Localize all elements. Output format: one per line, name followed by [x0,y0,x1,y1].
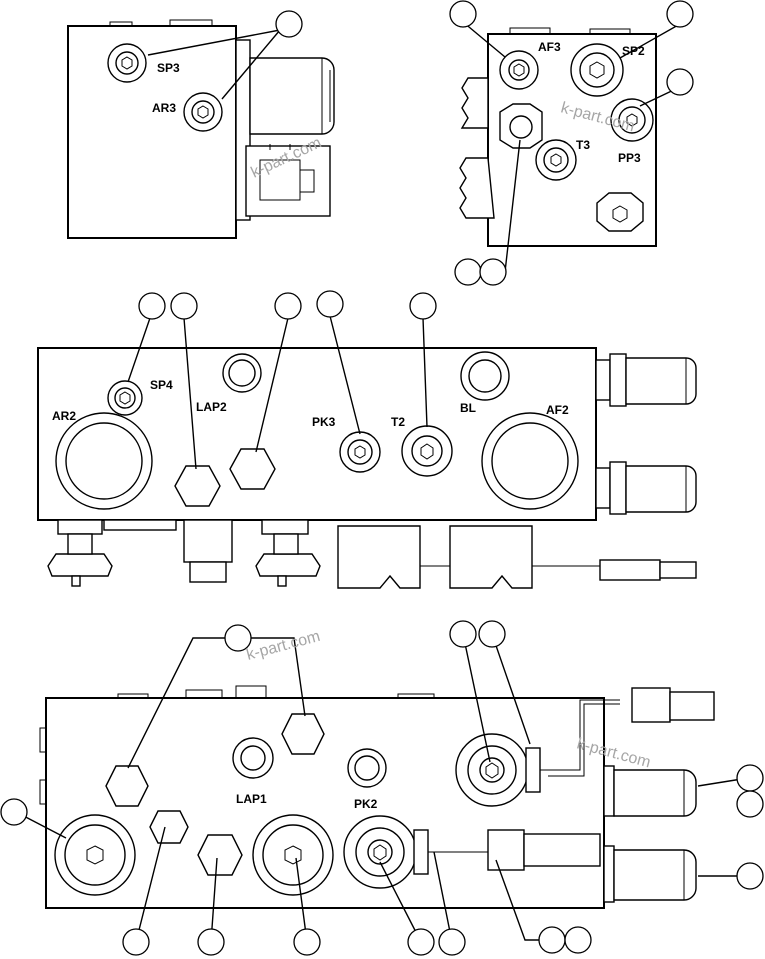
callout-bubble [275,10,303,38]
hex-plug-middle [229,448,276,490]
callout-bubble [122,928,150,956]
label-pp3: PP3 [618,151,641,165]
watermark: k-part.com [245,628,322,664]
callout-bubble [454,258,482,286]
port-lap2 [174,465,221,507]
label-bl: BL [460,401,476,415]
port-lap1 [232,737,274,779]
solenoid-top-left [249,57,335,135]
solenoid-coils-middle [337,525,697,589]
bottom-hardware-middle [47,519,321,587]
view-top-left: SP3 AR3 k-part.com [67,10,335,239]
label-ar2: AR2 [52,409,76,423]
hex-plug-top-right-2 [596,192,644,232]
port-af2 [481,412,579,510]
label-af3: AF3 [538,40,561,54]
port-ar3 [183,92,223,132]
callout-bubble [274,292,302,320]
callout-bubble [449,620,477,648]
large-cap-middle [252,814,334,896]
callout-bubble [197,928,225,956]
port-t2 [401,425,453,477]
label-t2: T2 [391,415,405,429]
view-top-right: AF3 SP2 T3 PP3 k-part.com [449,0,694,286]
port-pk2 [347,748,387,788]
callout-bubble [224,624,252,652]
callout-bubble [407,928,435,956]
callout-bubble [666,68,694,96]
hex-plug-top-right-1 [499,103,543,149]
callout-bubble [409,292,437,320]
callout-bubble [736,764,764,792]
callout-bubble [449,0,477,28]
callout-bubble [666,0,694,28]
port-af3 [499,50,539,90]
callout-bubble [736,790,764,818]
hex-plug-bottom-4 [197,834,243,876]
hex-plug-bottom-3 [149,810,189,844]
valve-block-top-left [67,25,237,239]
callout-bubble [438,928,466,956]
connector-bottom-upper [540,687,715,777]
label-lap1: LAP1 [236,792,267,806]
port-sp2 [570,43,624,97]
port-sp4 [107,380,143,416]
label-lap2: LAP2 [196,400,227,414]
view-middle: SP4 AR2 LAP2 PK3 T2 BL AF2 [37,290,697,589]
solenoid-coil-bottom-lower [343,815,601,889]
view-bottom: LAP1 PK2 k-part.com k-part.com [0,620,764,956]
callout-bubble [478,620,506,648]
label-sp3: SP3 [157,61,180,75]
port-bl [460,351,510,401]
callout-bubble [138,292,166,320]
hex-plug-bottom-1 [281,713,325,755]
cartridge-upper-right [595,353,697,407]
port-ar2 [55,412,153,510]
callout-bubble [293,928,321,956]
label-t3: T3 [576,138,590,152]
callout-bubble [736,862,764,890]
port-plug-middle-1 [222,353,262,393]
port-pp3 [610,98,654,142]
callout-bubble [564,926,592,954]
callout-bubble [0,798,28,826]
cartridge-bottom-lower [603,845,697,903]
callout-bubble [479,258,507,286]
port-t3 [535,139,577,181]
hex-plug-bottom-2 [105,765,149,807]
solenoid-coil-bottom-upper [455,733,541,807]
label-pk3: PK3 [312,415,336,429]
callout-bubble [170,292,198,320]
port-sp3 [107,43,147,83]
label-ar3: AR3 [152,101,176,115]
cartridge-bottom-upper [603,765,697,817]
port-pk3 [339,431,381,473]
connector-top-left [245,144,331,217]
callout-bubble [538,926,566,954]
callout-bubble [316,290,344,318]
large-cap-left [54,814,136,896]
cartridge-lower-right [595,461,697,515]
label-pk2: PK2 [354,797,378,811]
label-af2: AF2 [546,403,569,417]
label-sp4: SP4 [150,378,173,392]
